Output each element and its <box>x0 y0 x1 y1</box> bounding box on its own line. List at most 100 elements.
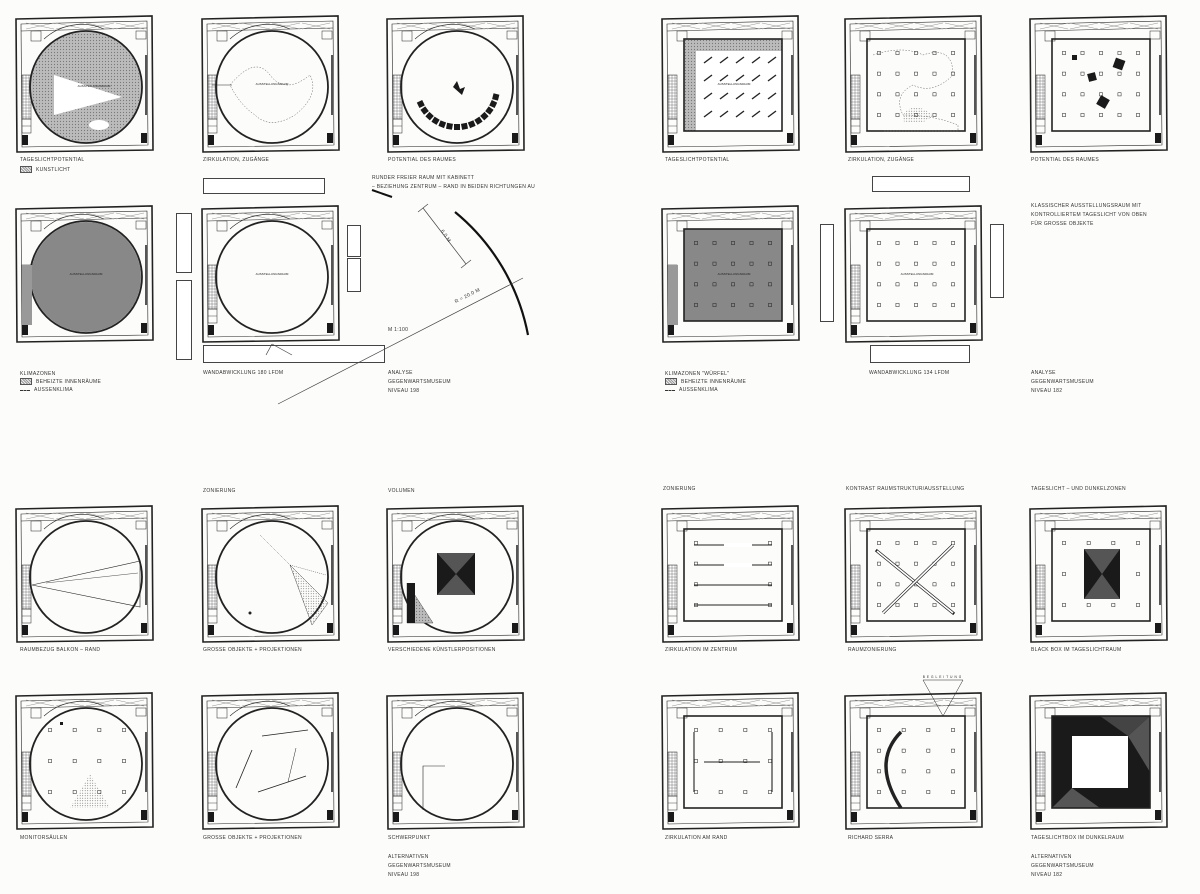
note-klassischer-raum: KLASSISCHER AUSSTELLUNGSRAUM MIT KONTROL… <box>1031 203 1147 227</box>
caption-grosse-objekte-2: GROSSE OBJEKTE + PROJEKTIONEN <box>203 835 302 841</box>
floor-plan-drawing <box>386 692 525 830</box>
floor-plan-drawing <box>1029 505 1168 643</box>
caption-zirkulation-square: ZIRKULATION, ZUGÄNGE <box>848 157 915 163</box>
caption-potential: POTENTIAL DES RAUMES <box>388 157 457 163</box>
floor-plan-drawing: BEGLEITUNG <box>844 675 983 830</box>
svg-text:AUSSTELLUNGSRAUM: AUSSTELLUNGSRAUM <box>256 82 289 86</box>
plan-tageslichtpotential-round: AUSSTELLUNGSRAUM <box>14 15 154 153</box>
wall-strip-bottom <box>203 345 385 363</box>
floor-plan-drawing <box>844 505 983 643</box>
plan-potential-round <box>385 15 525 153</box>
floor-plan-drawing <box>844 15 983 153</box>
legend-aussenklima-right: AUSSENKLIMA <box>665 387 718 393</box>
floor-plan-drawing: AUSSTELLUNGSRAUM <box>661 205 800 343</box>
legend-beheizte-innenraeume-right: BEHEIZTE INNENRÄUME <box>665 378 746 385</box>
plan-richard-serra: BEGLEITUNG <box>843 675 983 830</box>
plan-raumbezug-balkon <box>14 505 154 643</box>
legend-kunstlicht: KUNSTLICHT <box>20 166 70 173</box>
svg-text:AUSSTELLUNGSRAUM: AUSSTELLUNGSRAUM <box>718 82 751 86</box>
plan-klimazonen-round: AUSSTELLUNGSRAUM <box>14 205 154 343</box>
heading-zonierung-right: ZONIERUNG <box>663 486 696 492</box>
svg-text:AUSSTELLUNGSRAUM: AUSSTELLUNGSRAUM <box>256 272 289 276</box>
plan-raumzonierung <box>843 505 983 643</box>
caption-klimazonen: KLIMAZONEN <box>20 371 56 377</box>
caption-schwerpunkt: SCHWERPUNKT <box>388 835 431 841</box>
floor-plan-drawing <box>201 692 340 830</box>
caption-raumbezug: RAUMBEZUG BALKON – RAND <box>20 647 101 653</box>
legend-aussenklima: AUSSENKLIMA <box>20 387 73 393</box>
caption-tageslichtpotential-square: TAGESLICHTPOTENTIAL <box>665 157 730 163</box>
plan-schwerpunkt <box>385 692 525 830</box>
caption-black-box: BLACK BOX IM TAGESLICHTRAUM <box>1031 647 1122 653</box>
plan-zirkulation-square <box>843 15 983 153</box>
caption-klimazonen-wuerfel: KLIMAZONEN "WÜRFEL" <box>665 371 730 377</box>
caption-wandabwicklung: WANDABWICKLUNG 180 LFDM <box>203 370 284 376</box>
floor-plan-drawing: AUSSTELLUNGSRAUM <box>15 205 154 343</box>
caption-tageslichtbox: TAGESLICHTBOX IM DUNKELRAUM <box>1031 835 1125 841</box>
wall-strip-top <box>203 178 325 194</box>
legend-beheizte-innenraeume: BEHEIZTE INNENRÄUME <box>20 378 101 385</box>
floor-plan-drawing <box>386 15 525 153</box>
wall-strip-right-1 <box>347 225 361 257</box>
heading-kontrast: KONTRAST RAUMSTRUKTUR/AUSSTELLUNG <box>846 486 965 492</box>
svg-text:AUSSTELLUNGSRAUM: AUSSTELLUNGSRAUM <box>78 84 111 88</box>
plan-grosse-objekte-2 <box>200 692 340 830</box>
caption-raumzonierung: RAUMZONIERUNG <box>848 647 897 653</box>
wall-strip-right-2 <box>347 258 361 292</box>
dashed-line-icon <box>665 389 675 391</box>
plan-black-box <box>1028 505 1168 643</box>
dimension-label-radius: R = 20.0 m <box>453 287 482 305</box>
hatch-swatch-icon <box>665 378 677 385</box>
plan-zirkulation-rand <box>660 692 800 830</box>
caption-zirkulation-rand: ZIRKULATION AM RAND <box>665 835 728 841</box>
dimension-label-6m: 6.0 m <box>438 228 452 244</box>
caption-richard-serra: RICHARD SERRA <box>848 835 894 841</box>
floor-plan-drawing <box>15 505 154 643</box>
caption-potential-square: POTENTIAL DES RAUMES <box>1031 157 1100 163</box>
scale-label: M 1:100 <box>388 327 409 333</box>
hatch-swatch-icon <box>20 378 32 385</box>
analyse-label-right: ANALYSE GEGENWARTSMUSEUM NIVEAU 182 <box>1031 370 1094 394</box>
plan-wandabwicklung-square: AUSSTELLUNGSRAUM <box>843 205 983 343</box>
plan-wandabwicklung-round: AUSSTELLUNGSRAUM <box>200 205 340 343</box>
wall-strip-square-right <box>990 224 1004 298</box>
svg-text:AUSSTELLUNGSRAUM: AUSSTELLUNGSRAUM <box>70 272 103 276</box>
caption-zirkulation-zentrum: ZIRKULATION IM ZENTRUM <box>665 647 738 653</box>
floor-plan-drawing: AUSSTELLUNGSRAUM <box>844 205 983 343</box>
svg-text:AUSSTELLUNGSRAUM: AUSSTELLUNGSRAUM <box>901 272 934 276</box>
heading-zonierung-left: ZONIERUNG <box>203 488 236 494</box>
heading-volumen: VOLUMEN <box>388 488 415 494</box>
floor-plan-drawing <box>661 505 800 643</box>
floor-plan-drawing <box>1029 15 1168 153</box>
caption-monitorsaeulen: MONITORSÄULEN <box>20 835 68 841</box>
note-runder-raum: RUNDER FREIER RAUM MIT KABINETT – BEZIEH… <box>372 175 536 190</box>
wall-strip-square-top <box>872 176 970 192</box>
dashed-line-icon <box>20 389 30 391</box>
plan-tageslichtbox <box>1028 692 1168 830</box>
caption-zirkulation: ZIRKULATION, ZUGÄNGE <box>203 157 270 163</box>
plan-klimazonen-square: AUSSTELLUNGSRAUM <box>660 205 800 343</box>
wall-strip-left-2 <box>176 280 192 360</box>
caption-kuenstlerpositionen: VERSCHIEDENE KÜNSTLERPOSITIONEN <box>388 647 496 653</box>
floor-plan-drawing <box>1029 692 1168 830</box>
caption-tageslichtpotential: TAGESLICHTPOTENTIAL <box>20 157 85 163</box>
analyse-label-left: ANALYSE GEGENWARTSMUSEUM NIVEAU 198 <box>388 370 451 394</box>
plan-potential-square <box>1028 15 1168 153</box>
alternativen-label-right: ALTERNATIVEN GEGENWARTSMUSEUM NIVEAU 182 <box>1031 854 1094 878</box>
floor-plan-drawing <box>661 692 800 830</box>
svg-text:BEGLEITUNG: BEGLEITUNG <box>923 675 964 679</box>
floor-plan-drawing <box>201 505 340 643</box>
plan-grosse-objekte-1 <box>200 505 340 643</box>
plan-zirkulation-zentrum <box>660 505 800 643</box>
heading-tageslicht-dunkelzonen: TAGESLICHT – UND DUNKELZONEN <box>1031 486 1126 492</box>
caption-grosse-objekte-1: GROSSE OBJEKTE + PROJEKTIONEN <box>203 647 302 653</box>
floor-plan-drawing: AUSSTELLUNGSRAUM <box>661 15 800 153</box>
wall-strip-square-bottom <box>870 345 970 363</box>
floor-plan-drawing <box>15 692 154 830</box>
floor-plan-drawing: AUSSTELLUNGSRAUM <box>201 15 340 153</box>
floor-plan-drawing: AUSSTELLUNGSRAUM <box>15 15 154 153</box>
plan-monitorsaeulen <box>14 692 154 830</box>
wall-strip-square-left <box>820 224 834 322</box>
hatch-swatch-icon <box>20 166 32 173</box>
